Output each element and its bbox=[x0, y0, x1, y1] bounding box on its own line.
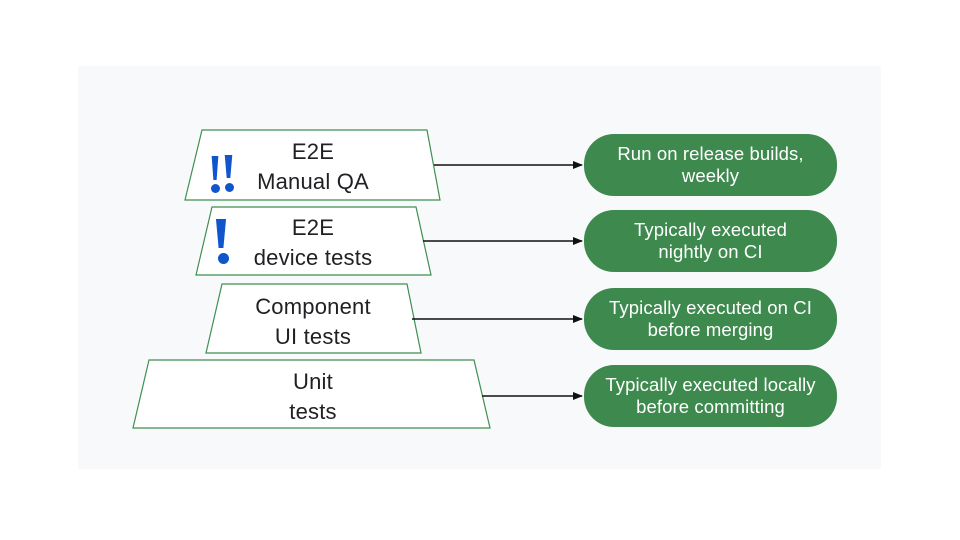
double-exclamation-icon bbox=[209, 155, 237, 195]
label-line: Manual QA bbox=[257, 169, 369, 194]
label-e2e-device-tests: E2E device tests bbox=[183, 213, 443, 273]
label-line: Unit bbox=[293, 369, 333, 394]
note-line: before committing bbox=[636, 396, 785, 417]
note-component-ui-tests: Typically executed on CI before merging bbox=[584, 288, 837, 350]
exclamation-bar bbox=[224, 155, 233, 178]
exclamation-bar bbox=[215, 219, 227, 248]
note-line: Run on release builds, bbox=[617, 143, 804, 164]
note-line: Typically executed locally bbox=[605, 374, 816, 395]
exclamation-icon bbox=[215, 218, 231, 266]
label-line: device tests bbox=[253, 245, 373, 270]
label-e2e-manual-qa: E2E Manual QA bbox=[183, 137, 443, 197]
note-e2e-device-tests: Typically executed nightly on CI bbox=[584, 210, 837, 272]
trapezoid-unit-tests bbox=[132, 359, 491, 429]
exclamation-dot bbox=[225, 183, 234, 192]
label-component-ui-tests: Component UI tests bbox=[183, 292, 443, 352]
label-line: tests bbox=[289, 399, 337, 424]
note-line: weekly bbox=[681, 165, 740, 186]
label-line: E2E bbox=[291, 139, 335, 164]
trapezoid-e2e-manual-qa bbox=[184, 129, 441, 201]
note-line: Typically executed on CI bbox=[609, 297, 812, 318]
exclamation-dot bbox=[218, 253, 229, 264]
label-line: E2E bbox=[291, 215, 335, 240]
note-e2e-manual-qa: Run on release builds, weekly bbox=[584, 134, 837, 196]
trapezoid-component-ui-tests bbox=[205, 283, 422, 354]
note-unit-tests: Typically executed locally before commit… bbox=[584, 365, 837, 427]
note-line: Typically executed bbox=[634, 219, 787, 240]
label-unit-tests: Unit tests bbox=[183, 367, 443, 427]
note-line: before merging bbox=[647, 319, 774, 340]
note-line: nightly on CI bbox=[658, 241, 763, 262]
exclamation-dot bbox=[211, 184, 220, 193]
label-line: Component bbox=[255, 294, 371, 319]
label-line: UI tests bbox=[274, 324, 352, 349]
trapezoid-e2e-device-tests bbox=[195, 206, 432, 276]
exclamation-bar bbox=[211, 156, 219, 180]
